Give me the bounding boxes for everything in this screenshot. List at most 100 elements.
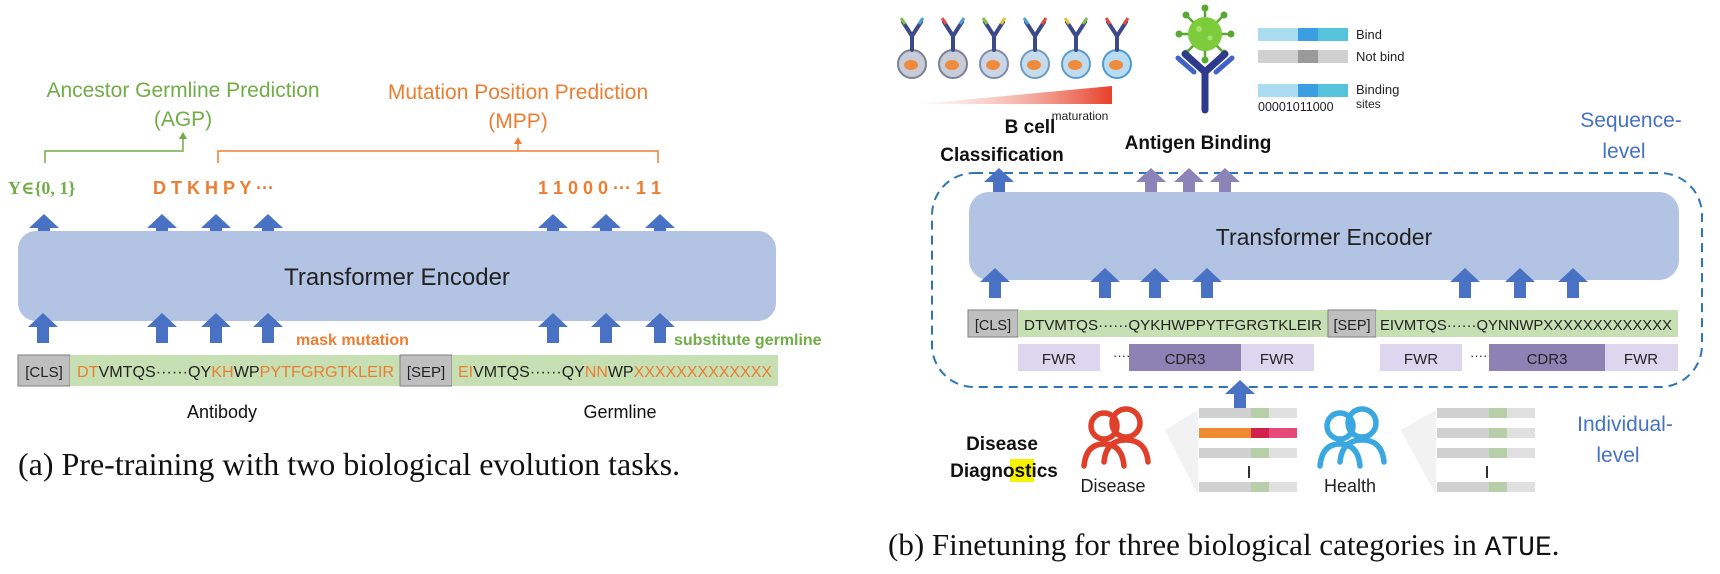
germline-seq-part: XXXXXXXXXXXXX	[634, 364, 773, 381]
sequence-2-bar	[1376, 310, 1678, 337]
maturation-label: maturation	[1052, 109, 1109, 123]
health-people-icon	[1317, 406, 1387, 469]
bcell-icon	[1102, 17, 1132, 79]
antibody-seq-part: DT	[77, 364, 99, 381]
legend-bind: Bind	[1356, 27, 1382, 42]
caption-part: .	[1552, 527, 1560, 562]
highlight-mark	[1010, 459, 1034, 482]
mpp-bit-output: 1 1 0 0 0 ··· 1 1	[538, 178, 661, 198]
fwr-region	[1605, 344, 1678, 371]
germline-seq-part: NN	[585, 364, 608, 381]
germline-seq-part: EI	[458, 364, 473, 381]
sep-token-label: [SEP]	[407, 364, 445, 381]
sequence-level-label-2: level	[1602, 140, 1645, 163]
caption-a: (a) Pre-training with two biological evo…	[18, 446, 680, 482]
fwr-label: FWR	[1260, 351, 1294, 368]
cls-token-b	[967, 309, 1019, 338]
antibody-icon	[1175, 50, 1235, 114]
region-bar-2: FWR ······ CDR3 FWR	[1380, 344, 1678, 371]
health-sequence-list	[1437, 408, 1535, 492]
transformer-encoder	[18, 231, 776, 321]
antibody-seq-part: PYTFGRGTKLEIR	[260, 364, 394, 381]
bcell-icon	[1061, 17, 1091, 79]
antibody-seq-part: WP	[234, 364, 260, 381]
antigen-binding-title: Antigen Binding	[1125, 133, 1272, 154]
germline-sequence-bar	[452, 355, 778, 386]
fwr-region	[1241, 344, 1314, 371]
disease-diagnostics-title: Disease	[966, 434, 1038, 455]
substitute-germline-label: substitute germline	[674, 332, 822, 349]
fwr-label: FWR	[1624, 351, 1658, 368]
disease-sequence-list	[1199, 408, 1297, 492]
bcell-maturation-row: maturation	[897, 17, 1132, 123]
fwr-region	[1380, 344, 1462, 371]
transformer-encoder-b	[969, 192, 1679, 280]
transformer-encoder-label: Transformer Encoder	[284, 264, 510, 291]
individual-level-label-2: level	[1596, 444, 1639, 467]
mpp-title: Mutation Position Prediction	[388, 81, 648, 104]
cdr3-label: CDR3	[1165, 351, 1206, 368]
sep-token-b	[1327, 309, 1377, 338]
legend-binding-sites: Binding	[1356, 82, 1399, 97]
caption-code: ATUE	[1485, 533, 1552, 564]
disease-label: Disease	[1080, 476, 1145, 496]
disease-fan	[1165, 410, 1198, 495]
antibody-seq-part: KH	[211, 364, 233, 381]
bcell-classification-title: B cell	[1005, 117, 1056, 138]
cdr3-region	[1129, 344, 1241, 371]
up-arrow-icon	[1225, 380, 1255, 410]
title-part: Diag	[950, 461, 991, 482]
antibody-seq-part: VMTQS······QY	[98, 364, 211, 381]
caption-b: (b) Finetuning for three biological cate…	[888, 527, 1560, 564]
agp-connector	[44, 137, 184, 163]
panel-b: maturation Bind	[888, 4, 1703, 564]
cdr3-region	[1489, 344, 1605, 371]
cls-token-label: [CLS]	[25, 364, 63, 381]
maturation-gradient	[920, 86, 1112, 104]
sequence-2: EIVMTQS······QYNNWPXXXXXXXXXXXXX	[1380, 317, 1672, 334]
cls-token-b-label: [CLS]	[975, 318, 1011, 334]
region-bar-1: FWR ······ CDR3 FWR	[1018, 344, 1314, 371]
sequence-level-frame	[931, 172, 1703, 388]
germline-seq-part: WP	[608, 364, 634, 381]
agp-title: Ancestor Germline Prediction	[46, 79, 319, 102]
fwr-label: FWR	[1042, 351, 1076, 368]
bcell-icon	[938, 17, 968, 79]
legend-not-bind: Not bind	[1356, 49, 1404, 64]
sep-token-b-label: [SEP]	[1333, 318, 1370, 334]
binding-code: 00001011000	[1258, 100, 1334, 114]
individual-level-label: Individual-	[1577, 413, 1673, 436]
antigen-virus-icon	[1175, 4, 1235, 64]
fwr-label: FWR	[1404, 351, 1438, 368]
mpp-connector-arrowhead	[514, 137, 522, 144]
health-fan	[1401, 410, 1436, 495]
transformer-encoder-b-label: Transformer Encoder	[1216, 224, 1433, 250]
mpp-connector	[217, 142, 659, 163]
bcell-icon	[979, 17, 1009, 79]
mpp-token-output: D T K H P Y ···	[153, 178, 274, 198]
antibody-label: Antibody	[187, 402, 257, 422]
disease-diagnostics-title-2: Diagnostics	[950, 461, 1058, 482]
fwr-region	[1018, 344, 1100, 371]
sequence-1-bar	[1018, 310, 1328, 337]
germline-label: Germline	[583, 402, 656, 422]
title-part-highlighted: no	[991, 461, 1014, 482]
agp-abbr: (AGP)	[154, 108, 212, 131]
bcell-icon	[1020, 17, 1050, 79]
antibody-sequence-bar	[70, 355, 400, 386]
sequence-1: DTVMTQS······QYKHWPPYTFGRGTKLEIR	[1024, 317, 1322, 334]
cdr3-label: CDR3	[1527, 351, 1568, 368]
mask-mutation-label: mask mutation	[296, 332, 409, 349]
agp-output: Y∈{0, 1}	[8, 178, 76, 198]
agp-connector-arrowhead	[179, 132, 187, 139]
bcell-classification-title-2: Classification	[940, 145, 1064, 166]
mpp-abbr: (MPP)	[488, 110, 548, 133]
title-part: stics	[1015, 461, 1058, 482]
health-label: Health	[1324, 476, 1376, 496]
bcell-icon	[897, 17, 927, 79]
legend-binding-sites-2: sites	[1356, 97, 1381, 111]
panel-a: Ancestor Germline Prediction (AGP) Mutat…	[8, 79, 822, 482]
